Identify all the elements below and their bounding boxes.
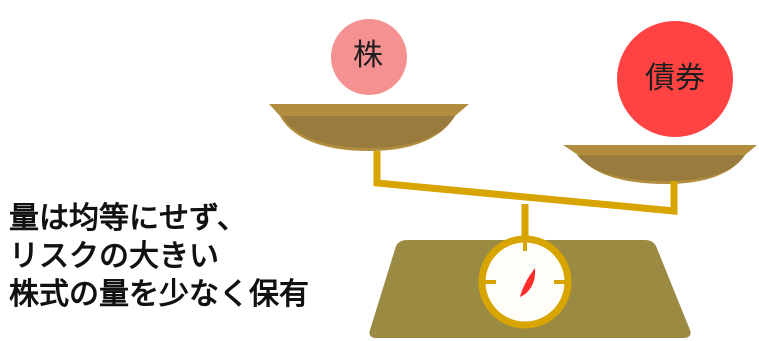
right-pan-shadow-icon: [577, 155, 745, 181]
balance-beam-icon: [373, 151, 678, 215]
needle-icon: [520, 268, 536, 297]
caption-line-3: 株式の量を少なく保有: [9, 277, 309, 312]
caption-line-1: 量は均等にせず、: [9, 201, 247, 236]
bond-circle-icon: [617, 21, 733, 137]
allocation-caption: 量は均等にせず、 リスクの大きい 株式の量を少なく保有: [9, 200, 399, 314]
bond-label: 債券: [645, 61, 705, 96]
stock-label: 株: [353, 38, 383, 73]
stock-circle-icon: [331, 19, 407, 95]
caption-line-2: リスクの大きい: [9, 239, 219, 274]
left-pan-shadow-icon: [282, 116, 455, 148]
